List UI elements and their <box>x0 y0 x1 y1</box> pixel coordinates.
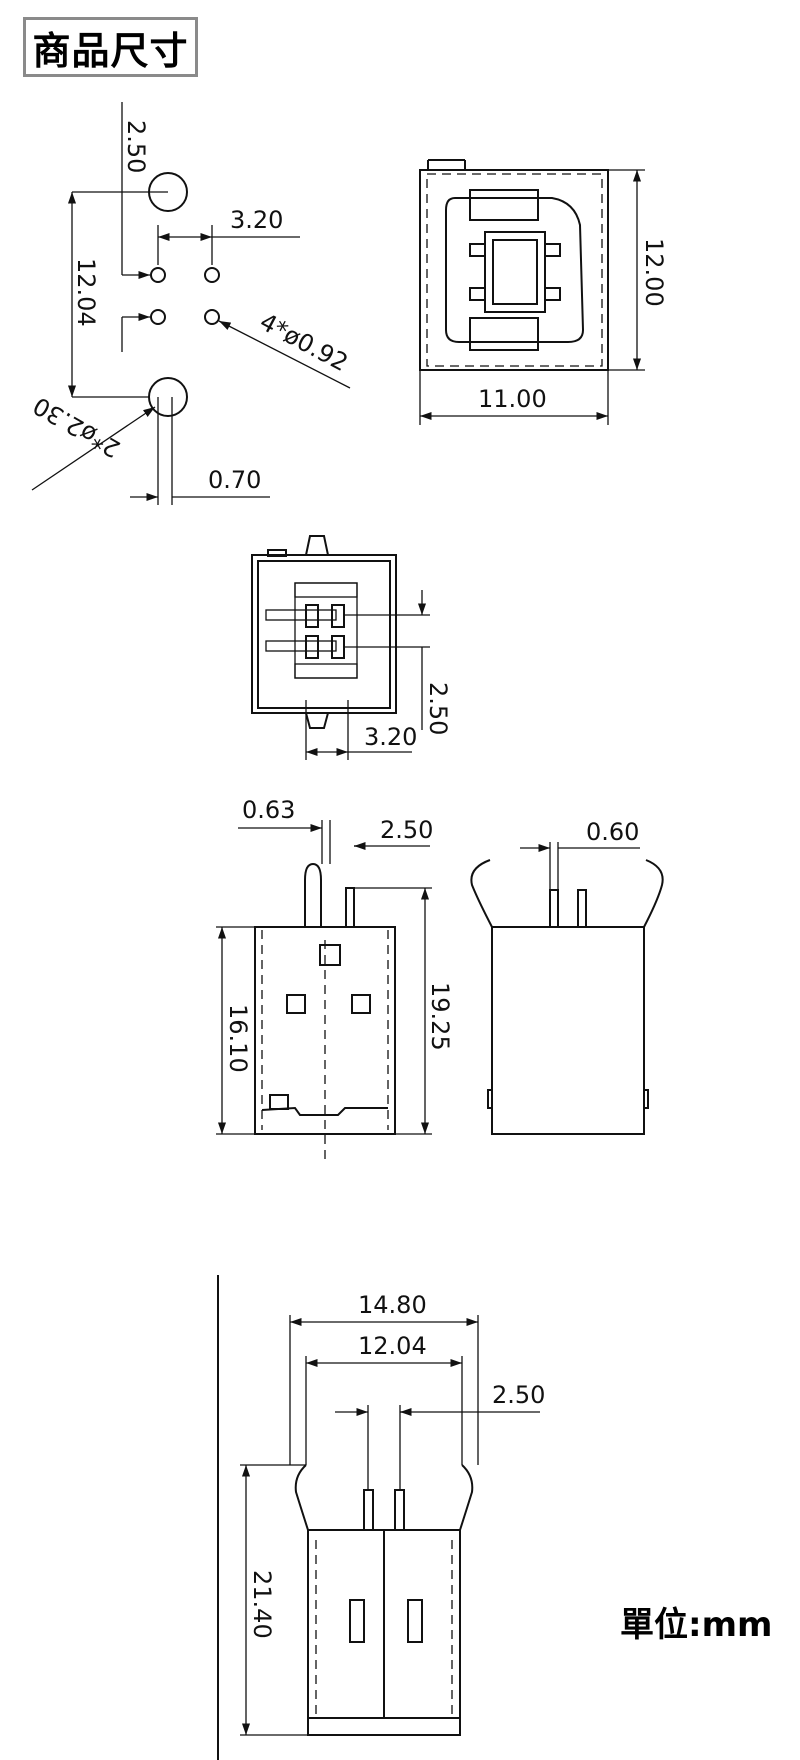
unit-label: 單位:mm <box>620 1605 773 1645</box>
dim-leg-span: 14.80 <box>358 1291 427 1319</box>
pin-hole-3 <box>150 309 166 325</box>
dim-mount-hole-diameter: 2*ø2.30 <box>28 391 125 463</box>
front-view: 12.00 11.00 <box>419 159 668 425</box>
bottom-view: 2.50 3.20 <box>251 535 452 760</box>
dim-height: 12.00 <box>640 238 668 307</box>
title-box: 商品尺寸 <box>23 17 198 77</box>
dim-offset: 0.70 <box>208 466 261 494</box>
dim-contact-pitch: 2.50 <box>424 682 452 735</box>
dim-leg-spacing: 12.04 <box>358 1332 427 1360</box>
dim-mount-spacing: 12.04 <box>72 258 100 327</box>
pin-hole-1 <box>150 267 166 283</box>
dim-overall-height: 21.40 <box>248 1570 276 1639</box>
page-title: 商品尺寸 <box>32 28 189 73</box>
side-view-legs: 0.60 <box>470 818 664 1135</box>
dim-pin-pitch: 2.50 <box>492 1381 545 1409</box>
dim-leg-width: 0.60 <box>586 818 639 846</box>
dim-pin-pitch-vertical: 2.50 <box>122 120 150 173</box>
pin-hole-2 <box>204 267 220 283</box>
dim-body-height: 16.10 <box>224 1004 252 1073</box>
pin-hole-4 <box>204 309 220 325</box>
top-view: 14.80 12.04 2.50 21.40 <box>217 1275 545 1760</box>
mount-hole-bottom <box>148 377 188 417</box>
side-view: 0.63 2.50 16.10 19.25 <box>216 796 454 1160</box>
dim-pin-offset: 2.50 <box>380 816 433 844</box>
dim-total-height: 19.25 <box>426 982 454 1051</box>
dim-pin-pitch-horizontal: 3.20 <box>230 206 283 234</box>
pcb-footprint: 2.50 3.20 12.04 4*ø0.92 2*ø2.30 0.70 <box>28 102 353 505</box>
dim-pin-width: 0.63 <box>242 796 295 824</box>
dim-width: 11.00 <box>478 385 547 413</box>
dim-pin-hole-diameter: 4*ø0.92 <box>255 308 352 378</box>
dim-contact-spacing: 3.20 <box>364 723 417 751</box>
